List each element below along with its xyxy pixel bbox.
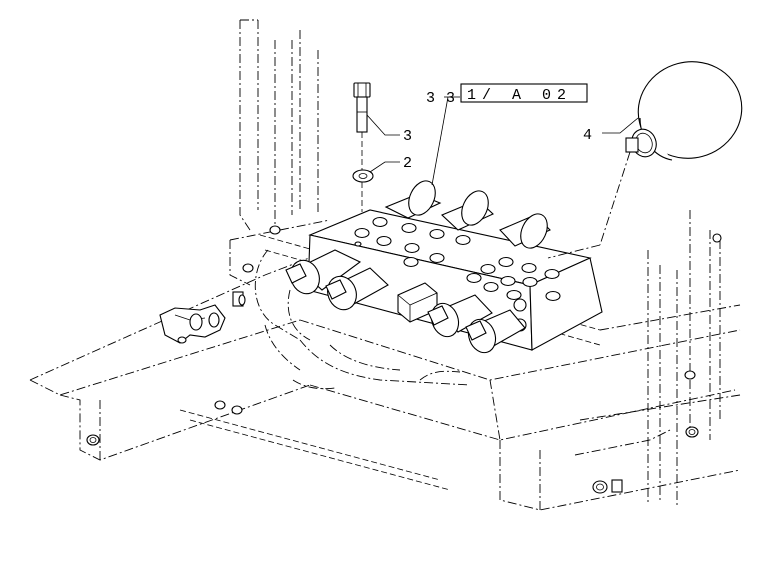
callout-label-valve-a: 3 (426, 90, 435, 107)
valve-ports (354, 216, 561, 302)
solenoid-coils-rear (384, 180, 551, 249)
callout-label-accumulator: 4 (583, 127, 592, 144)
callout-label-washer: 2 (403, 155, 412, 172)
callout-leaders (366, 96, 639, 186)
callout-label-bolt: 3 (403, 128, 412, 145)
reference-box: 1/ A 02 (460, 83, 588, 104)
reference-box-text: 1/ A 02 (467, 87, 572, 104)
accumulator (547, 61, 743, 259)
callout-label-valve-b: 3 (446, 90, 455, 107)
frame-fittings (86, 225, 722, 494)
callouts: 3 2 3 3 4 (403, 90, 592, 172)
solenoid-coils-front (285, 249, 526, 354)
mounting-bolt (353, 82, 371, 170)
washer (352, 169, 374, 212)
